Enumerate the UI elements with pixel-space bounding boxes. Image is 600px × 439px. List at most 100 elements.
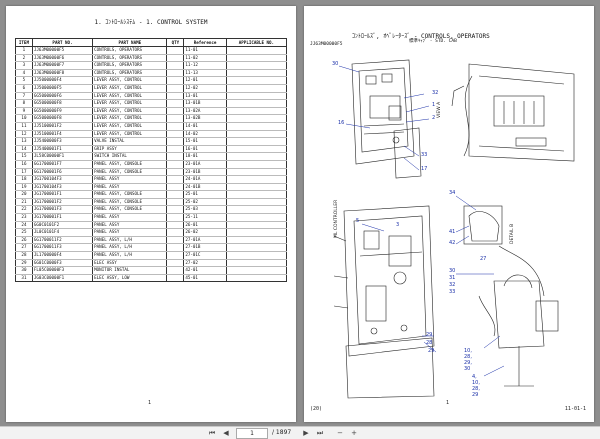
cell-item: 10	[15, 114, 33, 123]
callout-label: 2	[432, 115, 436, 121]
cell-qty	[166, 183, 185, 192]
callout-label: 33	[421, 152, 428, 158]
callout-label: 17	[421, 166, 428, 172]
cell-reference: 15-01	[183, 137, 227, 146]
first-page-button[interactable]: ⏮	[208, 429, 216, 437]
zoom-in-icon[interactable]: +	[351, 429, 357, 437]
cell-part-name: CONTROLS, OPERATORS	[92, 61, 168, 70]
cell-part-name: PANEL ASSY, CONSOLE	[92, 190, 168, 199]
cell-part-name: PANEL ASSY	[92, 221, 168, 230]
cell-part-no: JL1700000F4	[31, 251, 94, 260]
cell-qty	[166, 107, 185, 116]
cell-part-name: LEVER ASSY, CONTROL	[92, 122, 168, 131]
drawing-subtitle: 標準ｷｬﾌﾞ - STD. CAB	[409, 39, 457, 44]
cell-qty	[166, 160, 185, 169]
cell-part-no: JG1700001F1	[31, 190, 94, 199]
cell-reference: 25-02	[183, 198, 227, 207]
col-part-no: PART NO.	[31, 38, 94, 47]
detail-seat-drawing	[463, 205, 559, 387]
cell-part-no: GG5000000F8	[31, 114, 94, 123]
leader-lines	[338, 65, 505, 377]
detail-label: DETAIL B	[510, 223, 515, 244]
cell-reference: 16-01	[183, 145, 227, 154]
next-page-button[interactable]: ▶	[303, 429, 309, 437]
cell-applicable-no	[225, 137, 288, 146]
callout-label: 29	[426, 332, 433, 338]
callout-label: 41	[449, 229, 456, 235]
cell-part-no: GG0C0101F2	[31, 221, 94, 230]
callout-label: 32	[432, 90, 439, 96]
cell-item: 19	[15, 183, 33, 192]
cell-part-no: JJ63M00000F6	[31, 54, 94, 63]
cell-reference: 14-01	[183, 122, 227, 131]
col-item: ITEM	[15, 38, 33, 47]
footer-right: 11-01-1	[564, 406, 586, 412]
cell-item: 14	[15, 145, 33, 154]
cell-item: 2	[15, 54, 33, 63]
cell-item: 4	[15, 69, 33, 78]
cell-item: 26	[15, 236, 33, 245]
last-page-button[interactable]: ⏭	[316, 429, 324, 437]
cell-reference: 12-01	[183, 76, 227, 85]
cell-part-name: CONTROLS, OPERATORS	[92, 69, 168, 78]
cell-part-name: PANEL ASSY, CONSOLE	[92, 168, 168, 177]
cell-reference: 26-01	[183, 221, 227, 230]
cell-qty	[166, 251, 185, 260]
viewer-toolbar: ⏮ ◀ 1 / 1897 ▶ ⏭ − +	[0, 426, 600, 439]
cell-reference: 27-02	[183, 259, 227, 268]
cell-qty	[166, 221, 185, 230]
cell-applicable-no	[225, 84, 288, 93]
callout-label: 4, 10, 28, 29	[472, 374, 480, 398]
cell-reference: 11-12	[183, 61, 227, 70]
prev-page-button[interactable]: ◀	[223, 429, 229, 437]
page-number-input[interactable]: 1	[236, 428, 268, 439]
cell-part-no: JJ63M00000F8	[31, 69, 94, 78]
parts-table: ITEM PART NO. PART NAME QTY Reference AP…	[15, 38, 288, 283]
exploded-parts-diagram	[333, 59, 575, 399]
cell-qty	[166, 92, 185, 101]
cell-part-no: FL05C00000F3	[31, 266, 94, 275]
cell-reference: 11-02	[183, 54, 227, 63]
callout-label: 5	[356, 218, 360, 224]
cell-item: 11	[15, 122, 33, 131]
cell-part-name: PANEL ASSY	[92, 228, 168, 237]
cell-part-no: JJ63M00000F7	[31, 61, 94, 70]
zoom-out-icon[interactable]: −	[337, 429, 343, 437]
cell-item: 20	[15, 190, 33, 199]
cell-reference: 11-13	[183, 69, 227, 78]
cell-applicable-no	[225, 130, 288, 139]
callout-label: 28	[426, 340, 433, 346]
cell-qty	[166, 46, 185, 55]
cell-reference: 25-11	[183, 213, 227, 222]
cell-qty	[166, 122, 185, 131]
cell-part-name: PANEL ASSY, CONSOLE	[92, 205, 168, 215]
cell-item: 17	[15, 168, 33, 177]
cell-part-name: LEVER ASSY, CONTROL	[92, 107, 168, 116]
cell-applicable-no	[225, 160, 288, 169]
cell-part-name: VALVE INSTAL	[92, 137, 168, 146]
cell-item: 18	[15, 175, 33, 184]
cell-part-no: JG1700104F3	[31, 175, 94, 184]
cell-reference: 23-01B	[183, 168, 227, 177]
cell-part-name: PANEL ASSY	[92, 175, 168, 184]
callout-label: 34	[449, 190, 456, 196]
cell-part-name: CONTROLS, OPERATORS	[92, 46, 168, 55]
cell-part-name: LEVER ASSY, CONTROL	[92, 84, 168, 93]
cell-applicable-no	[225, 274, 288, 283]
